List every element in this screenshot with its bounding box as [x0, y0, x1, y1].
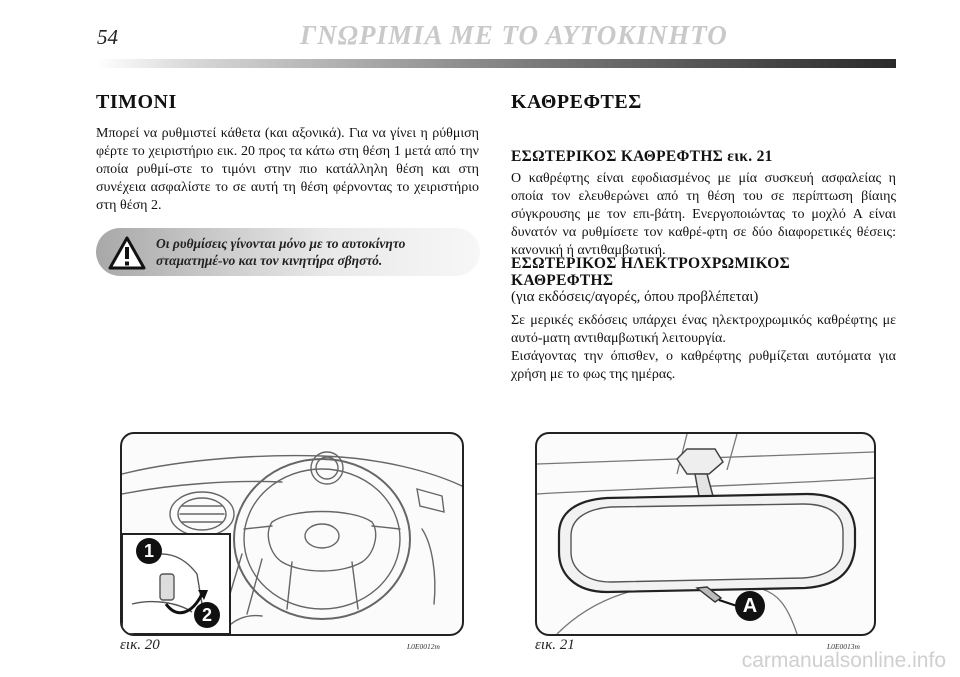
watermark-text: carmanualsonline.info [741, 649, 946, 672]
page-number: 54 [97, 25, 118, 49]
marker-1: 1 [136, 538, 162, 564]
steering-wheel-illustration [122, 451, 462, 634]
warning-box [96, 228, 480, 276]
electrochromic-subtitle: (για εκδόσεις/αγορές, όπου προβλέπεται) [511, 289, 759, 305]
figure-rearview-mirror: A [535, 432, 876, 636]
warning-text: Οι ρυθμίσεις γίνονται μόνο με το αυτοκίν… [156, 236, 406, 268]
figure-21-caption: εικ. 21 [535, 637, 575, 653]
electrochromic-text-2: Εισάγοντας την όπισθεν, ο καθρέφτης ρυθμ… [511, 349, 896, 382]
figure-20-code: L0E0012m [407, 642, 440, 651]
figure-steering-wheel: 1 2 [120, 432, 464, 636]
interior-mirror-text: Ο καθρέφτης είναι εφοδιασμένος με μία συ… [511, 171, 896, 258]
electrochromic-title-line1: ΕΣΩΤΕΡΙΚΟΣ ΗΛΕΚΤΡΟΧΡΩΜΙΚΟΣ [511, 255, 791, 272]
figure-21-code: L0E0013m [827, 642, 860, 651]
header-rule [96, 59, 896, 68]
mirror-illustration [537, 434, 874, 634]
steering-heading: ΤΙΜΟΝΙ [96, 91, 177, 113]
interior-mirror-title: ΕΣΩΤΕΡΙΚΟΣ ΚΑΘΡΕΦΤΗΣ εικ. 21 [511, 148, 773, 165]
steering-paragraph: Μπορεί να ρυθμιστεί κάθετα (και αξονικά)… [96, 126, 479, 213]
warning-triangle-icon [108, 236, 146, 275]
electrochromic-title-line2: ΚΑΘΡΕΦΤΗΣ [511, 272, 614, 289]
mirrors-heading: ΚΑΘΡΕΦΤΕΣ [511, 91, 642, 113]
marker-a: A [735, 591, 765, 621]
figure-20-caption: εικ. 20 [120, 637, 160, 653]
electrochromic-text-1: Σε μερικές εκδόσεις υπάρχει ένας ηλεκτρο… [511, 313, 896, 346]
page-title: ΓΝΩΡΙΜΙΑ ΜΕ ΤΟ ΑΥΤΟΚΙΝΗΤΟ [300, 20, 728, 50]
marker-2: 2 [194, 602, 220, 628]
